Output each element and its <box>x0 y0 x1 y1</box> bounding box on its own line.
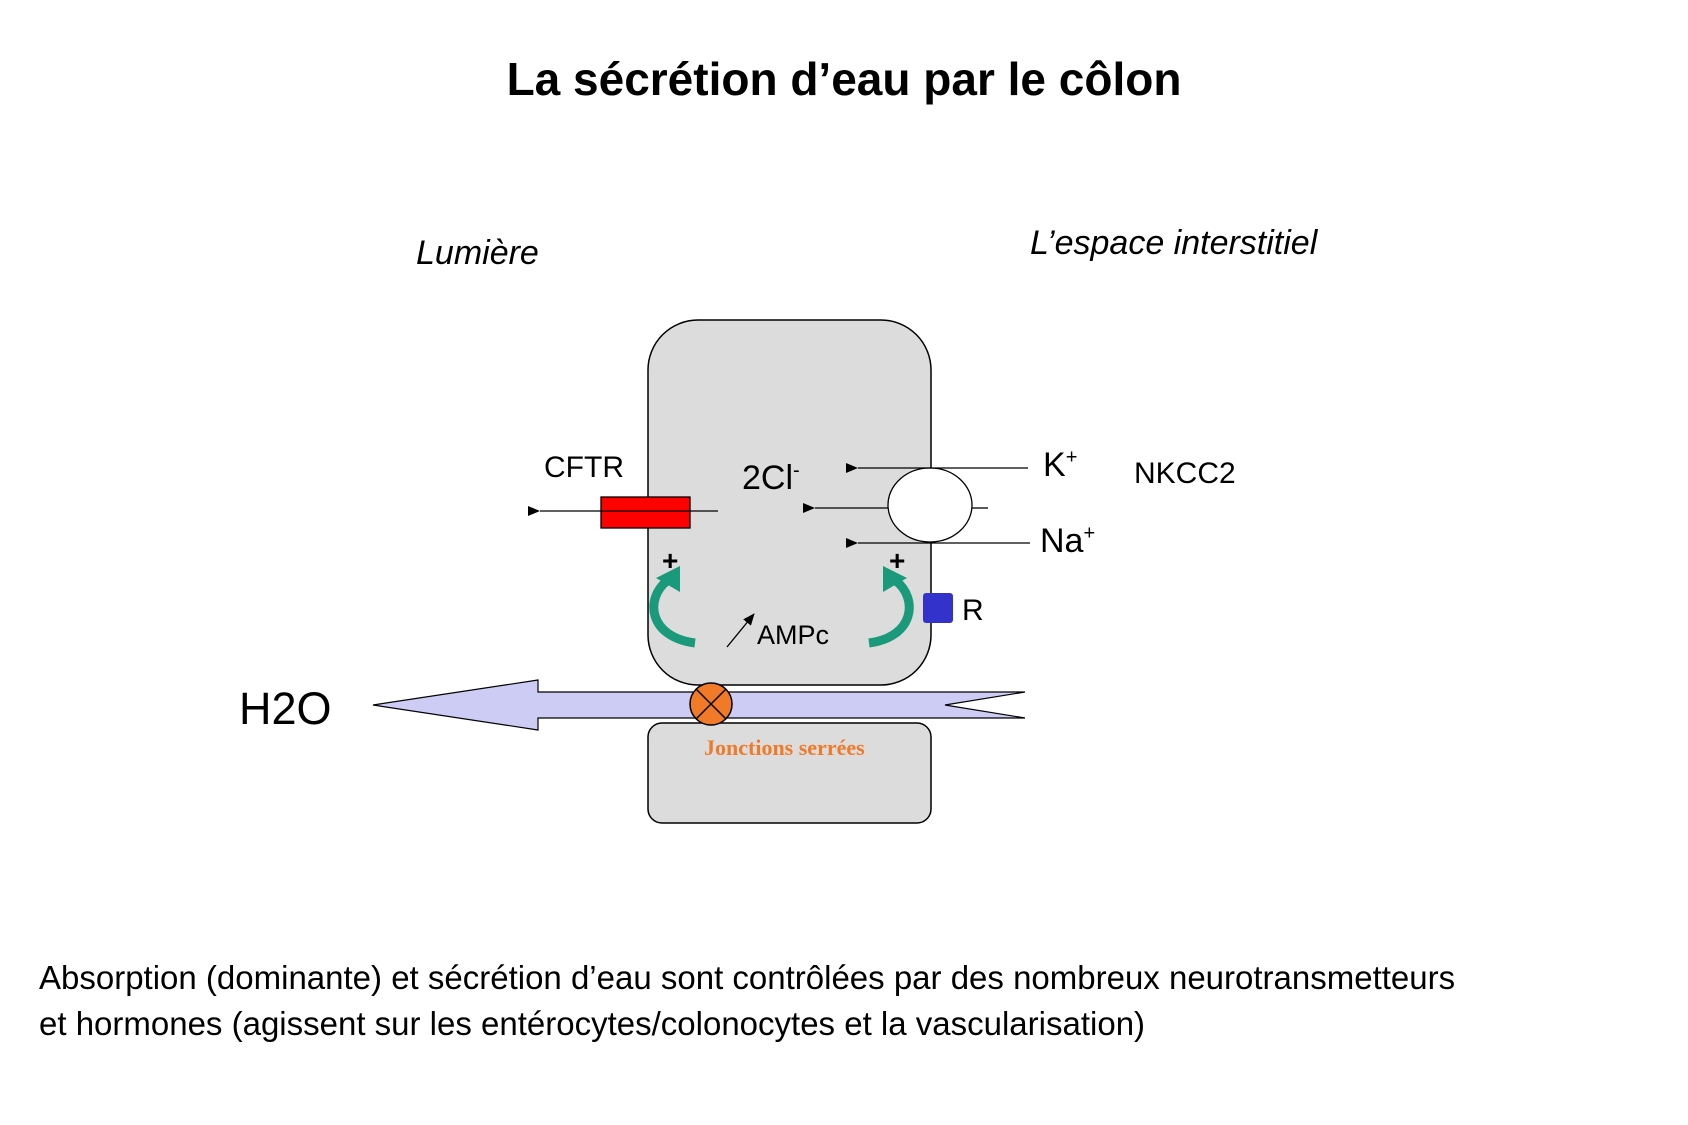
adjacent-cell <box>647 722 932 824</box>
chloride-text: 2Cl <box>742 459 794 497</box>
left-activation-loop-icon <box>649 566 696 648</box>
potassium-text: K <box>1043 446 1066 484</box>
potassium-label: K+ <box>1043 446 1077 485</box>
cftr-label: CFTR <box>544 451 624 484</box>
cftr-channel <box>600 496 691 529</box>
tight-junction-icon <box>689 682 733 726</box>
plus-left: + <box>662 545 679 576</box>
receptor-square <box>923 593 953 623</box>
sodium-label: Na+ <box>1040 522 1095 561</box>
receptor-label: R <box>962 594 984 627</box>
sodium-charge: + <box>1083 522 1096 545</box>
nkcc2-transporter <box>887 467 973 543</box>
h2o-label: H2O <box>239 683 332 734</box>
potassium-charge: + <box>1065 446 1078 469</box>
lumen-label: Lumière <box>416 234 539 272</box>
nkcc2-label: NKCC2 <box>1134 457 1236 490</box>
right-activation-loop-icon <box>868 566 914 648</box>
chloride-label: 2Cl- <box>742 459 800 498</box>
ampc-label: AMPc <box>757 620 830 650</box>
sodium-text: Na <box>1040 522 1084 560</box>
junctions-label: Jonctions serrées <box>704 735 865 760</box>
interstitial-label: L’espace interstitiel <box>1030 224 1318 262</box>
plus-right: + <box>889 545 906 576</box>
caption-line-2: et hormones (agissent sur les entérocyte… <box>39 1005 1146 1042</box>
caption: Absorption (dominante) et sécrétion d’ea… <box>39 955 1679 1047</box>
caption-line-1: Absorption (dominante) et sécrétion d’ea… <box>39 959 1456 996</box>
ampc-increase-arrow <box>726 613 755 648</box>
chloride-charge: - <box>793 459 800 482</box>
page-title: La sécrétion d’eau par le côlon <box>506 53 1182 105</box>
